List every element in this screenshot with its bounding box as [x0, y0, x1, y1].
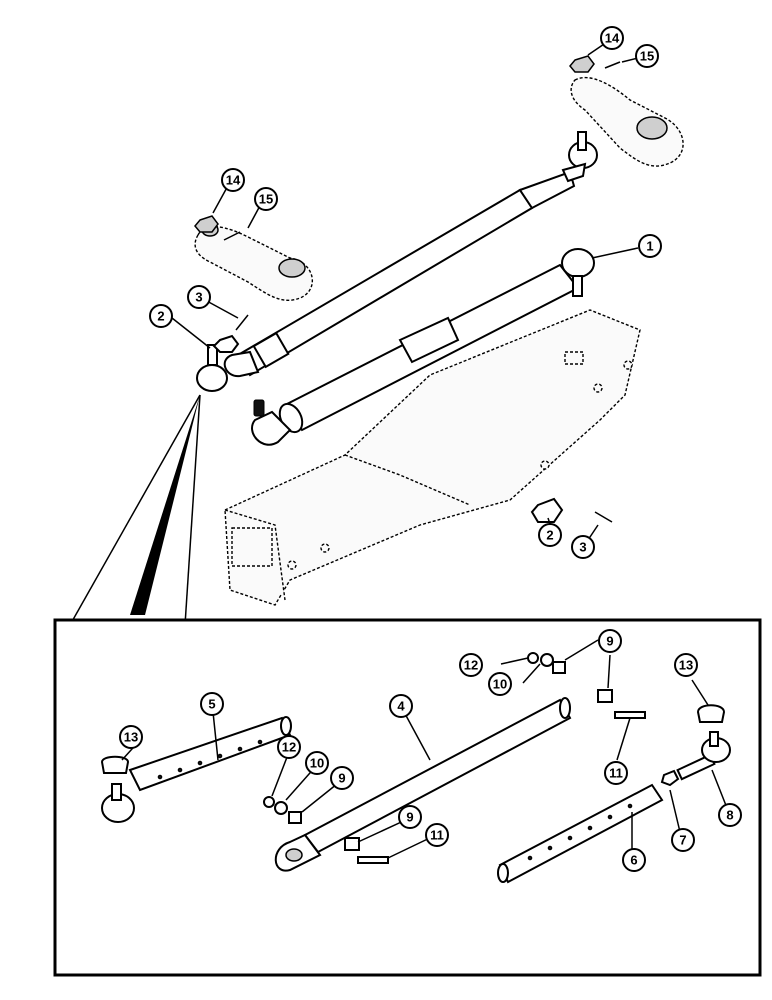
svg-text:14: 14 [605, 31, 620, 46]
tube-4 [274, 697, 572, 872]
callout-4: 4 [389, 694, 413, 718]
callout-11: 11 [425, 823, 449, 847]
callout-12: 12 [277, 735, 301, 759]
dust-cap-right [696, 704, 726, 723]
svg-text:14: 14 [226, 173, 241, 188]
callout-3: 3 [187, 285, 211, 309]
svg-text:11: 11 [430, 828, 444, 843]
svg-text:3: 3 [579, 540, 586, 555]
svg-text:10: 10 [310, 756, 324, 771]
callout-2: 2 [149, 304, 173, 328]
callout-5: 5 [200, 692, 224, 716]
callout-11: 11 [604, 761, 628, 785]
callout-6: 6 [622, 848, 646, 872]
svg-text:1: 1 [646, 239, 653, 254]
upper-small-parts [194, 55, 621, 523]
svg-text:9: 9 [606, 634, 613, 649]
callout-13: 13 [674, 653, 698, 677]
callout-13: 13 [119, 725, 143, 749]
callout-3: 3 [571, 535, 595, 559]
drag-link [196, 131, 598, 392]
callout-7: 7 [671, 828, 695, 852]
callout-14: 14 [221, 168, 245, 192]
svg-text:9: 9 [406, 810, 413, 825]
callout-leaders [121, 39, 728, 859]
tube-5 [101, 716, 292, 823]
svg-text:2: 2 [546, 528, 553, 543]
svg-text:15: 15 [640, 49, 654, 64]
right-steering-arm [570, 76, 684, 167]
svg-text:4: 4 [397, 699, 405, 714]
inset-pointer [69, 394, 201, 626]
svg-text:8: 8 [726, 808, 733, 823]
dust-cap-left [100, 755, 130, 774]
svg-text:7: 7 [679, 833, 686, 848]
svg-text:12: 12 [464, 658, 478, 673]
callout-10: 10 [305, 751, 329, 775]
svg-text:13: 13 [124, 730, 138, 745]
steering-cylinder [251, 248, 595, 446]
axle-housing [224, 309, 641, 606]
svg-text:13: 13 [679, 658, 693, 673]
callout-14: 14 [600, 26, 624, 50]
svg-text:9: 9 [338, 771, 345, 786]
callout-9: 9 [398, 805, 422, 829]
callout-2: 2 [538, 523, 562, 547]
svg-text:3: 3 [195, 290, 202, 305]
svg-text:11: 11 [609, 766, 623, 781]
tie-rod-end-8 [660, 731, 731, 787]
callout-1: 1 [638, 234, 662, 258]
tube-6 [497, 783, 664, 884]
inset-hardware [263, 652, 646, 864]
svg-text:6: 6 [630, 853, 637, 868]
callout-8: 8 [718, 803, 742, 827]
callout-15: 15 [635, 44, 659, 68]
svg-text:10: 10 [493, 677, 507, 692]
callout-10: 10 [488, 672, 512, 696]
callout-9: 9 [330, 766, 354, 790]
callout-15: 15 [254, 187, 278, 211]
svg-text:5: 5 [208, 697, 215, 712]
left-steering-arm [194, 223, 313, 301]
svg-text:2: 2 [157, 309, 164, 324]
svg-text:15: 15 [259, 192, 273, 207]
svg-text:12: 12 [282, 740, 296, 755]
callout-9: 9 [598, 629, 622, 653]
callout-12: 12 [459, 653, 483, 677]
